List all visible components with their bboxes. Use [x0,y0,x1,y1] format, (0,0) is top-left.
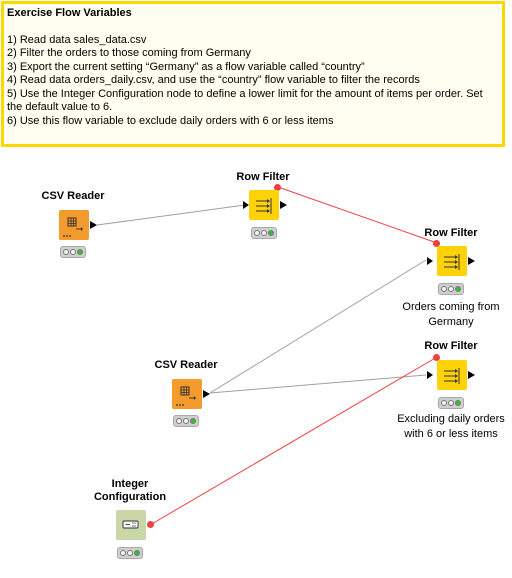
edge-csv2-rowfilter2 [209,259,427,394]
row-filter-3-status [438,397,464,409]
csv-reader-2-label: CSV Reader [154,359,218,371]
csv-reader-icon [176,386,196,406]
row-filter-2-variable-port[interactable] [433,240,440,247]
row-filter-1-variable-port[interactable] [274,184,281,191]
row-filter-1-output-port[interactable] [280,201,287,209]
csv-reader-2-status [173,415,199,427]
row-filter-2-caption: Orders coming from Germany [402,300,499,330]
row-filter-2-label: Row Filter [424,227,478,239]
annotation-line-3: 3) Export the current setting “Germany” … [7,60,365,73]
row-filter-3-label: Row Filter [424,340,478,352]
integer-input-icon [122,520,139,529]
edge-csv1-rowfilter1 [96,204,246,226]
row-filter-2-status [438,283,464,295]
annotation-line-2: 2) Filter the orders to those coming fro… [7,47,251,59]
row-filter-icon [256,198,272,214]
csv-reader-1-output-port[interactable] [90,221,97,229]
label-line: Integer [111,478,149,490]
row-filter-2-output-port[interactable] [468,257,475,265]
caption-line: Orders coming from [402,301,500,313]
row-filter-2-input-port[interactable] [427,257,433,265]
annotation-line-6: 6) Use this flow variable to exclude dai… [7,114,334,127]
row-filter-3-caption: Excluding daily orders with 6 or less it… [397,412,505,442]
edge-csv2-rowfilter3 [209,374,427,394]
csv-reader-icon [63,217,83,237]
csv-reader-2-node[interactable] [172,379,202,409]
caption-line: Excluding daily orders [397,413,505,425]
annotation-line-5: 5) Use the Integer Configuration node to… [7,87,483,114]
row-filter-2-node[interactable] [437,246,467,276]
row-filter-3-output-port[interactable] [468,371,475,379]
row-filter-1-input-port[interactable] [243,201,249,209]
integer-config-label: Integer Configuration [94,478,166,504]
var-edge-config-rowfilter3 [149,356,438,526]
row-filter-3-input-port[interactable] [427,371,433,379]
row-filter-icon [444,254,460,270]
integer-config-variable-port[interactable] [147,521,154,528]
csv-reader-1-label: CSV Reader [41,190,105,202]
row-filter-3-variable-port[interactable] [433,354,440,361]
csv-reader-1-status [60,246,86,258]
row-filter-1-status [251,227,277,239]
annotation-line-4: 4) Read data orders_daily.csv, and use t… [7,74,420,86]
var-edge-rowfilter1-rowfilter2 [277,186,438,244]
csv-reader-2-output-port[interactable] [203,390,210,398]
row-filter-icon [444,368,460,384]
annotation-line-1: 1) Read data sales_data.csv [7,33,147,46]
caption-line: with 6 or less items [404,428,498,440]
row-filter-3-node[interactable] [437,360,467,390]
integer-config-status [117,547,143,559]
label-line: Configuration [93,491,167,503]
integer-config-node[interactable] [116,510,146,540]
row-filter-1-node[interactable] [249,190,279,220]
row-filter-1-label: Row Filter [236,171,290,183]
csv-reader-1-node[interactable] [59,210,89,240]
caption-line: Germany [428,316,474,328]
annotation-title: Exercise Flow Variables [7,7,132,19]
workflow-annotation[interactable]: Exercise Flow Variables 1) Read data sal… [1,1,505,147]
